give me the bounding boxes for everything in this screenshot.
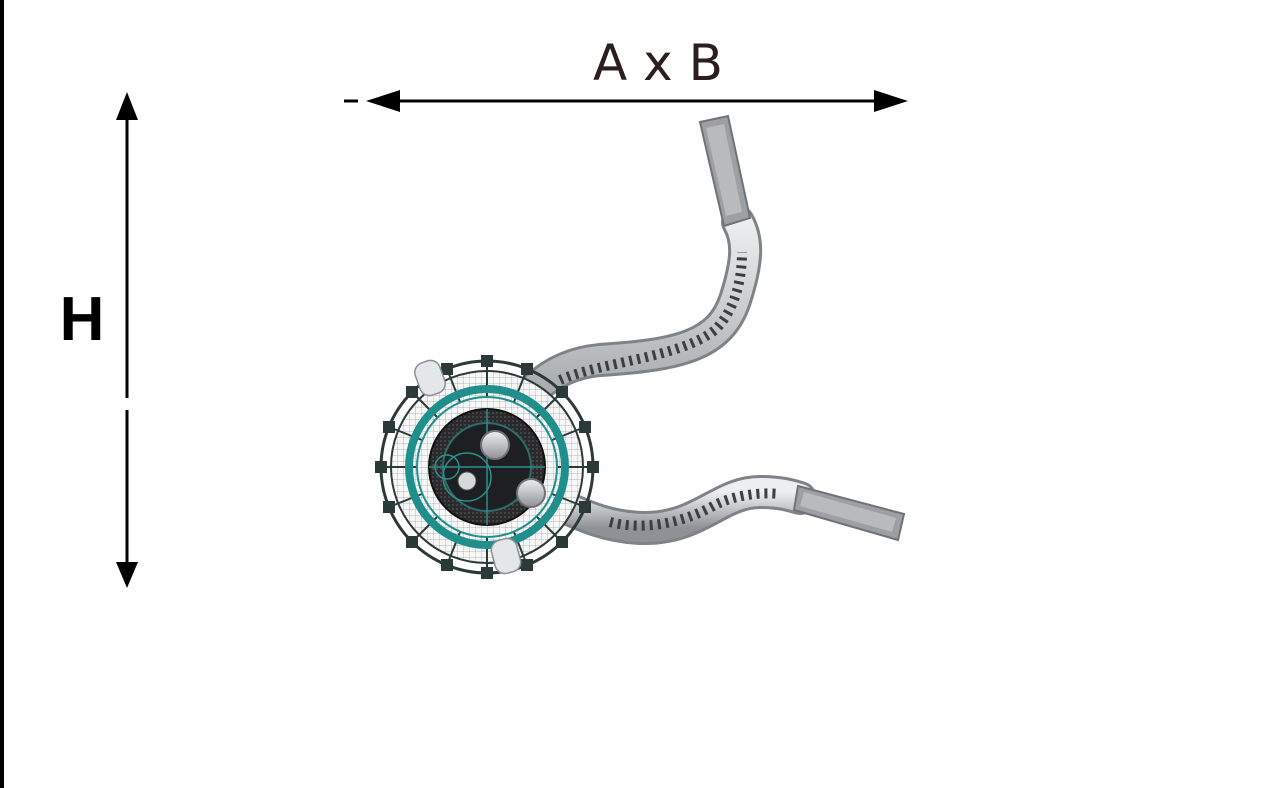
playground-tower: [375, 355, 599, 579]
width-dimension-arrow: [344, 90, 908, 112]
left-border: [0, 0, 4, 788]
height-dimension-arrow: [116, 92, 138, 588]
width-dimension-label: A x B: [593, 34, 723, 92]
tube-slide-lower: [513, 474, 906, 546]
height-dimension-label: H: [60, 285, 105, 354]
